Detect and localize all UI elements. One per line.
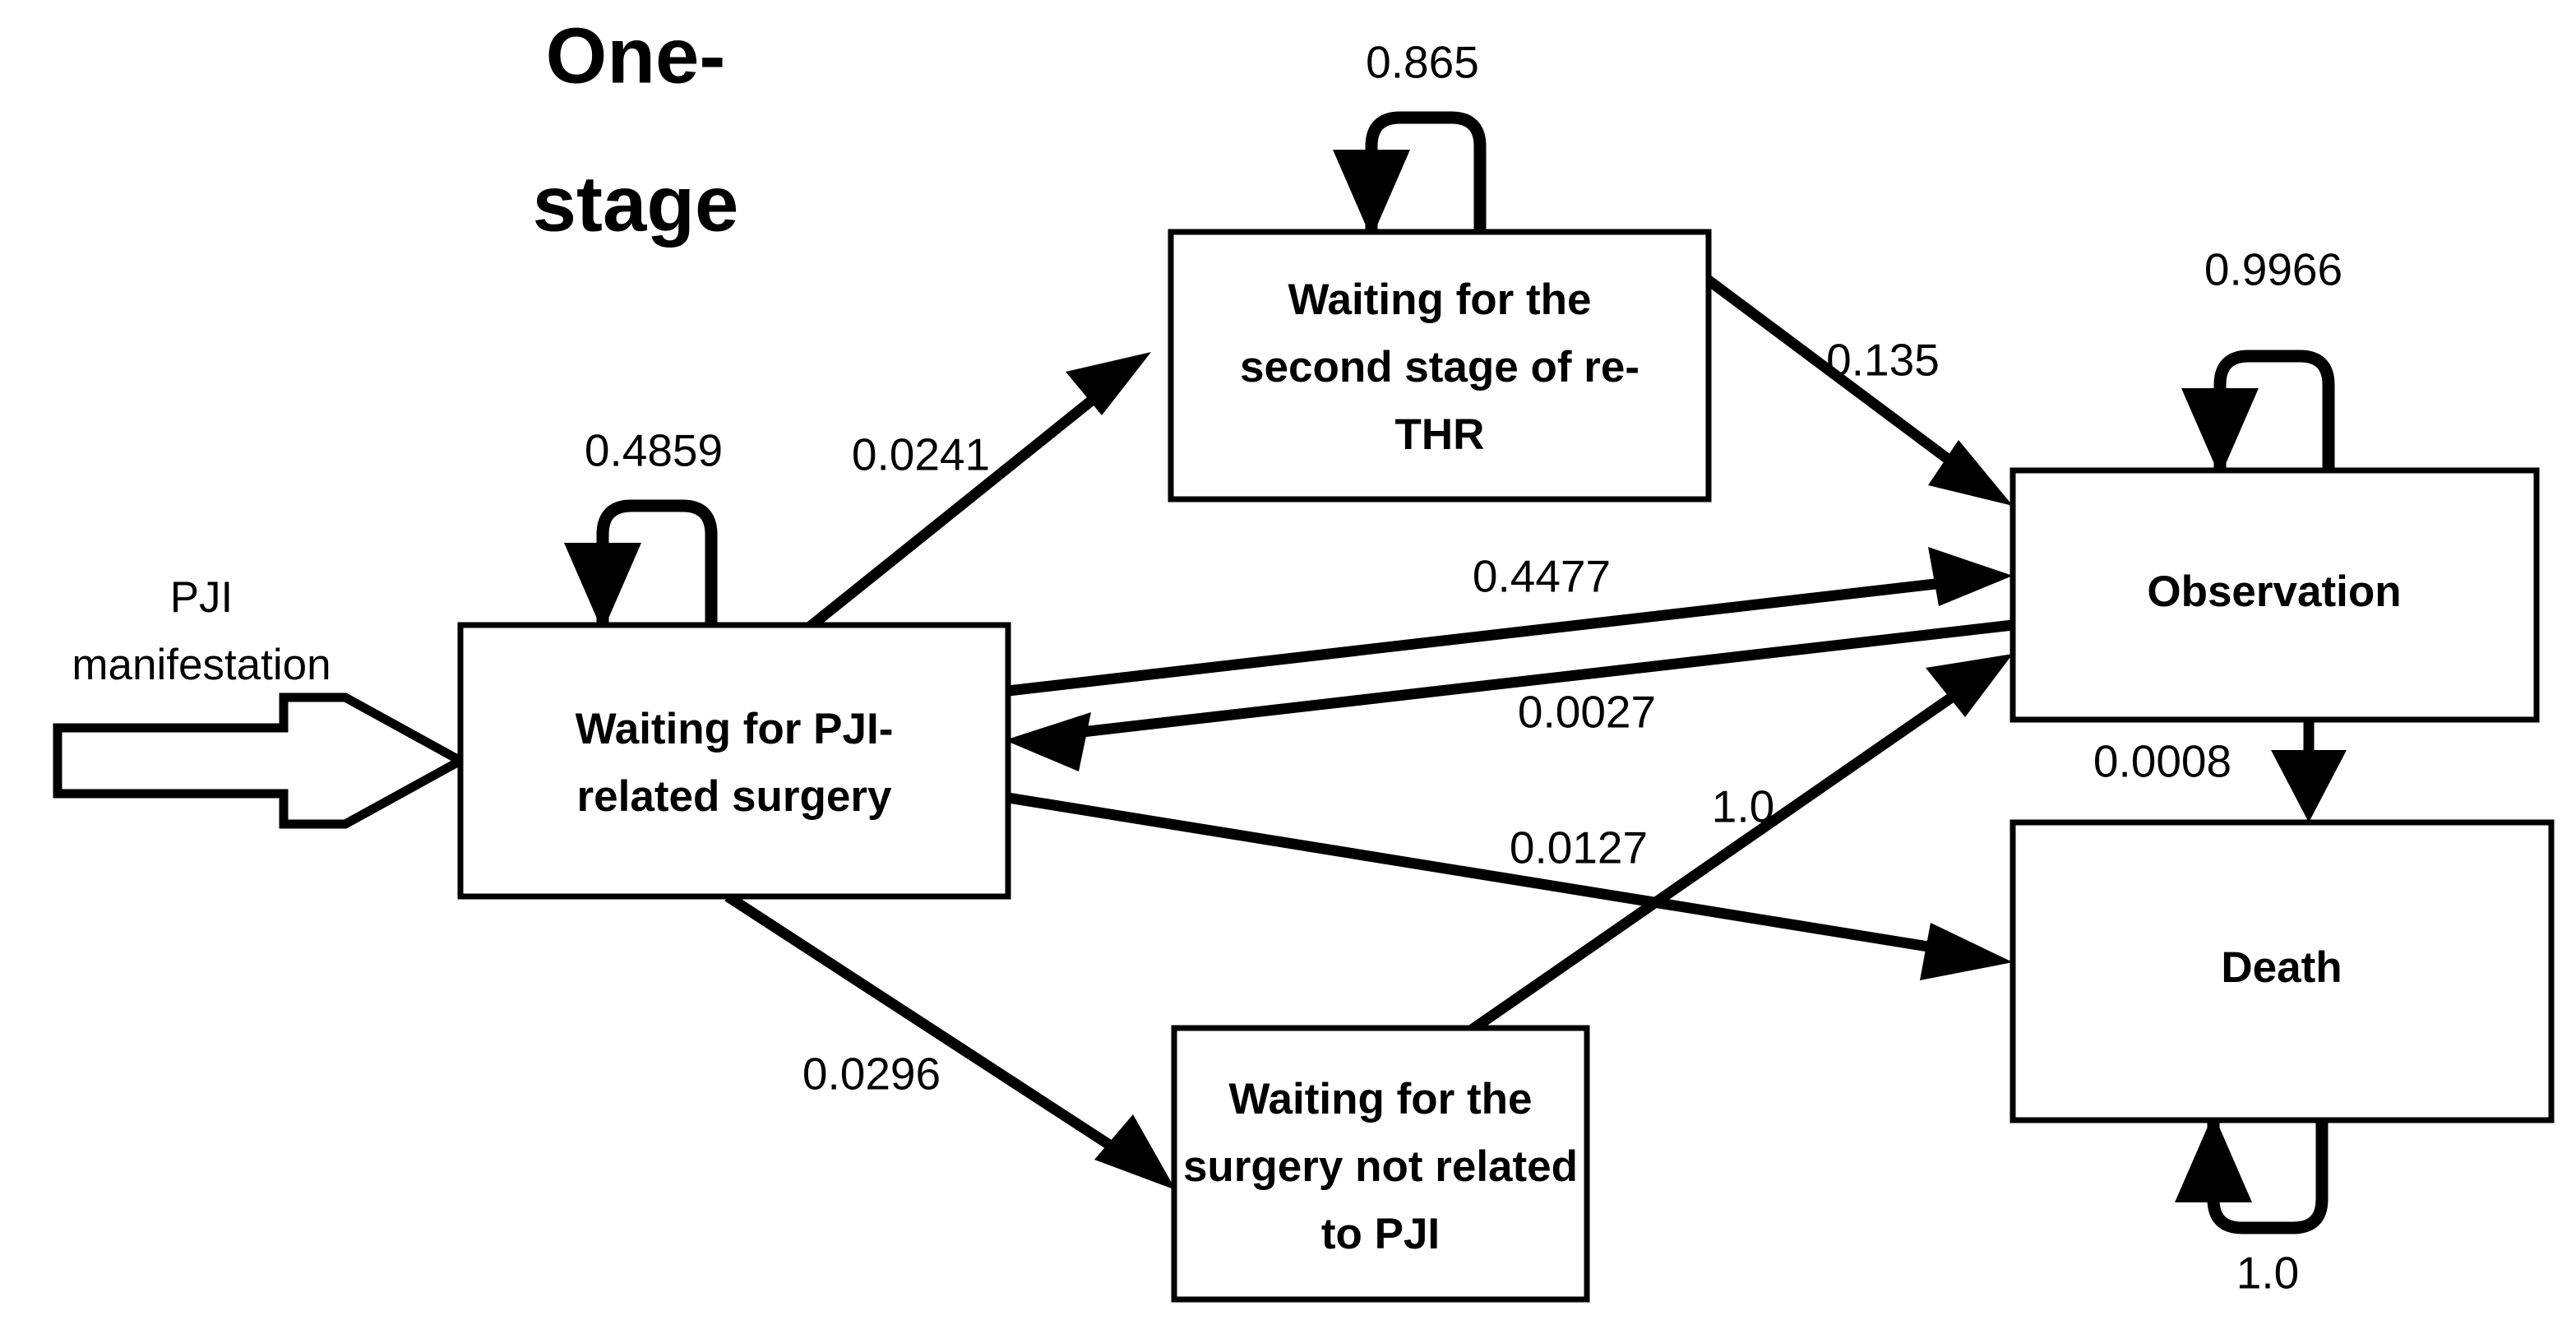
node-label-non-pji-line-3: to PJI [1321, 1210, 1440, 1258]
edge-label-obs-to-death: 0.0008 [2093, 736, 2231, 787]
self-loop-path-death [2207, 1120, 2329, 1234]
arrow-head-pji-to-rethr [1066, 352, 1151, 415]
arrow-head-pji-to-obs [1928, 547, 2013, 606]
edge-pji-to-death: 0.0127 [1006, 792, 2013, 980]
node-label-rethr-line-1: Waiting for the [1288, 276, 1592, 324]
node-label-death: Death [2221, 943, 2342, 992]
edge-line-pji-to-death [1006, 792, 1950, 956]
arrow-head-self-loop-pji-surgery [564, 543, 641, 632]
edge-label-pji-to-nonpji: 0.0296 [802, 1049, 941, 1100]
arrow-head-nonpji-to-obs [1926, 654, 2013, 717]
node-non-pji-surgery[interactable]: Waiting for the surgery not related to P… [1171, 1025, 1590, 1303]
entry-label-line-1: PJI [170, 573, 234, 622]
edge-line-rethr-to-obs [1666, 246, 1964, 474]
edge-line-nonpji-to-obs [1468, 684, 1967, 1035]
edge-line-pji-to-rethr [806, 377, 1118, 632]
node-rect-second-stage-rethr[interactable] [1168, 229, 1712, 503]
edge-label-pji-to-rethr: 0.0241 [852, 429, 990, 480]
arrow-head-self-loop-rethr [1333, 150, 1410, 239]
edge-label-death-self: 1.0 [2236, 1248, 2299, 1299]
edge-line-pji-to-obs [1007, 576, 1958, 697]
node-label-observation: Observation [2147, 567, 2401, 616]
node-rect-observation[interactable] [2009, 467, 2540, 723]
node-rect-death[interactable] [2009, 819, 2555, 1123]
node-label-non-pji-line-2: surgery not related [1183, 1142, 1578, 1191]
edge-obs-to-death: 0.0008 [2093, 720, 2347, 822]
edge-label-rethr-self: 0.865 [1366, 37, 1479, 88]
arrow-head-self-loop-death [2175, 1114, 2252, 1202]
edge-nonpji-to-obs: 1.0 [1468, 654, 2013, 1035]
block-arrow-right-icon [53, 692, 470, 829]
edge-pji-to-nonpji: 0.0296 [724, 892, 1176, 1190]
node-label-rethr-line-2: second stage of re- [1240, 343, 1639, 391]
node-death[interactable]: Death [2009, 819, 2555, 1123]
self-loop-path-pji-surgery [596, 499, 718, 625]
edge-rethr-to-obs: 0.135 [1666, 246, 2013, 506]
arrow-head-obs-to-death [2271, 750, 2347, 822]
edge-line-pji-to-nonpji [724, 892, 1138, 1166]
arrow-head-obs-to-pji [1005, 712, 1091, 771]
edge-label-nonpji-to-obs: 1.0 [1712, 781, 1774, 832]
arrow-head-self-loop-observation [2181, 388, 2259, 477]
diagram-title: One- stage [533, 12, 739, 248]
title-line-2: stage [533, 160, 739, 248]
edge-pji-to-obs: 0.4477 [1007, 547, 2013, 697]
node-rect-pji-surgery[interactable] [457, 622, 1011, 900]
edge-label-obs-self: 0.9966 [2204, 244, 2342, 295]
node-observation[interactable]: Observation [2009, 467, 2540, 723]
self-loop-path-observation [2213, 350, 2335, 470]
node-rect-non-pji-surgery[interactable] [1171, 1025, 1590, 1303]
node-label-non-pji-line-1: Waiting for the [1229, 1075, 1533, 1123]
edge-obs-to-pji: 0.0027 [1005, 619, 2014, 771]
edge-label-pji-to-obs: 0.4477 [1473, 551, 1611, 602]
node-label-pji-surgery-line-1: Waiting for PJI- [576, 705, 894, 753]
arrow-head-rethr-to-obs [1928, 440, 2013, 506]
node-label-pji-surgery-line-2: related surgery [577, 772, 892, 821]
self-loop-observation: 0.9966 [2181, 244, 2342, 477]
node-pji-surgery[interactable]: Waiting for PJI- related surgery [457, 622, 1011, 900]
arrow-head-pji-to-death [1920, 923, 2013, 980]
edge-label-rethr-to-obs: 0.135 [1826, 335, 1940, 386]
self-loop-pji-surgery: 0.4859 [564, 425, 723, 632]
node-second-stage-rethr[interactable]: Waiting for the second stage of re- THR [1168, 229, 1712, 503]
self-loop-rethr: 0.865 [1333, 37, 1487, 239]
entry-label-line-2: manifestation [72, 641, 331, 689]
arrow-head-pji-to-nonpji [1094, 1114, 1176, 1190]
title-line-1: One- [546, 12, 726, 100]
node-label-rethr-line-3: THR [1395, 410, 1485, 459]
entry-point-group: PJI manifestation [53, 573, 470, 829]
edge-pji-to-rethr: 0.0241 [806, 352, 1151, 632]
self-loop-path-rethr [1365, 111, 1487, 232]
edge-label-pji-to-death: 0.0127 [1510, 822, 1648, 873]
self-loop-death: 1.0 [2175, 1114, 2329, 1299]
edge-line-obs-to-pji [1060, 619, 2014, 740]
edge-label-obs-to-pji: 0.0027 [1518, 687, 1656, 738]
edge-label-pji-self: 0.4859 [585, 425, 723, 476]
